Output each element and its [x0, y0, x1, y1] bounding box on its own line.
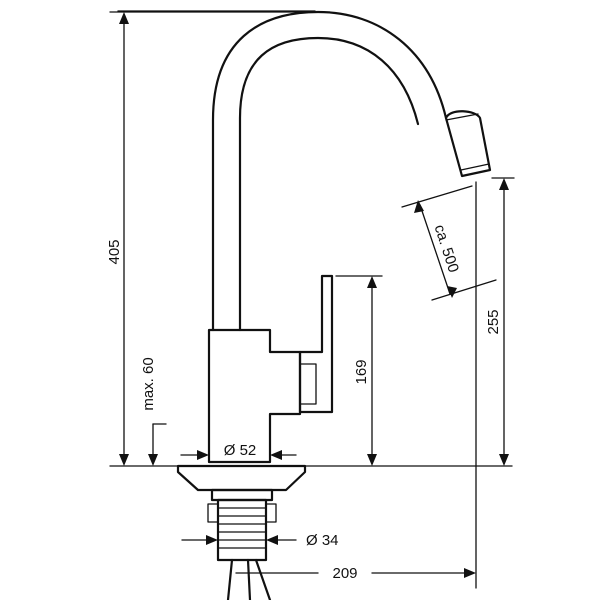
- dim-hose-length: [401, 185, 497, 301]
- dim-max-deck: [148, 423, 167, 466]
- dim-reach: [235, 181, 477, 589]
- label-spout-height: 255: [485, 309, 502, 334]
- body-column: [207, 328, 302, 464]
- lever-handle: [298, 274, 334, 414]
- dim-handle-height: [335, 275, 383, 466]
- supply-hoses: [226, 558, 272, 600]
- spout-outer-curve: [211, 10, 448, 332]
- label-reach: 209: [332, 565, 357, 582]
- spout-inner-curve: [238, 36, 420, 332]
- base-plate: [176, 464, 307, 492]
- spray-head-ring: [445, 113, 479, 121]
- label-base-diameter: Ø 52: [224, 442, 257, 459]
- dim-spout-height: [491, 177, 515, 466]
- lever-connector: [299, 363, 317, 405]
- faucet-outline: [176, 10, 492, 600]
- label-handle-height: 169: [353, 359, 370, 384]
- spray-head: [444, 110, 492, 178]
- dim-base-diameter: [180, 450, 297, 460]
- label-max-deck: max. 60: [140, 357, 157, 410]
- spray-head-tip: [460, 163, 490, 171]
- dim-total-height: [109, 11, 331, 466]
- label-total-height: 405: [106, 239, 123, 264]
- threaded-shank: [207, 488, 277, 562]
- dim-thread-diameter: [181, 535, 297, 545]
- label-thread-diameter: Ø 34: [306, 532, 339, 549]
